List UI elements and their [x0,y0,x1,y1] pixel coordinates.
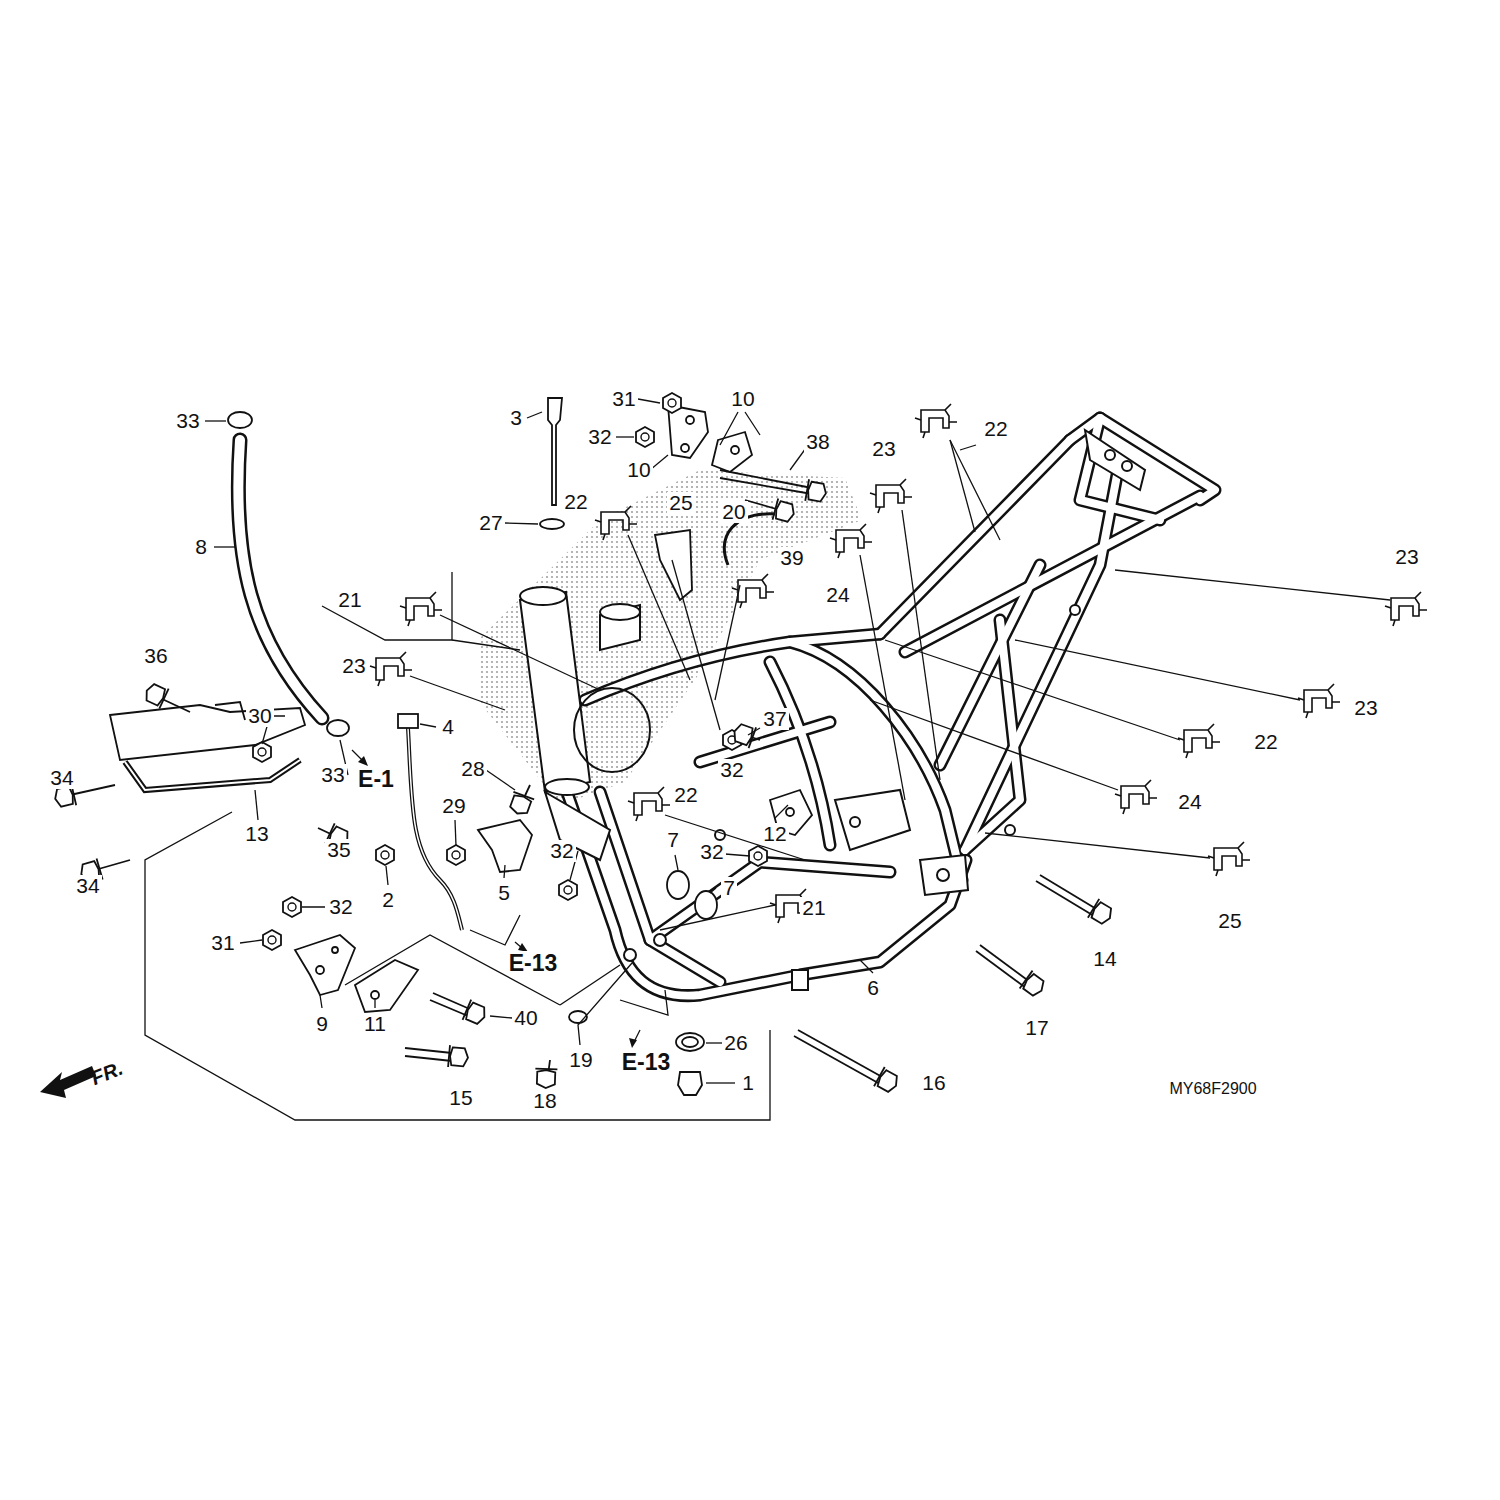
callout-number: 33 [174,410,201,432]
callout-number: 32 [548,840,575,862]
callout-number: 13 [243,823,270,845]
callout-number: 33 [319,764,346,786]
callout-number: 7 [721,877,737,899]
callout-number: 5 [496,882,512,904]
bolt-heads [53,479,1116,1095]
callout-number: 23 [340,655,367,677]
callout-number: 14 [1091,948,1118,970]
callout-number: 16 [920,1072,947,1094]
callout-number: 20 [720,501,747,523]
clips [370,404,1427,923]
parts [70,393,1098,1095]
callout-number: 38 [804,431,831,453]
callout-number: 15 [447,1087,474,1109]
callout-number: 2 [380,889,396,911]
callout-number: 10 [729,388,756,410]
callout-number: 8 [193,536,209,558]
reference-code: E-13 [507,951,560,975]
callout-number: 18 [531,1090,558,1112]
callout-number: 21 [336,589,363,611]
callout-number: 34 [48,767,75,789]
callout-number: 32 [698,841,725,863]
callout-number: 26 [722,1032,749,1054]
callout-number: 31 [209,932,236,954]
callout-number: 22 [562,491,589,513]
callout-number: 10 [625,459,652,481]
callout-number: 4 [440,716,456,738]
callout-number: 17 [1023,1017,1050,1039]
frame-body [520,418,1215,996]
callout-number: 23 [1352,697,1379,719]
front-arrow [40,1066,96,1098]
callout-number: 12 [761,823,788,845]
front-marker: FR. [86,1056,127,1089]
callout-number: 32 [586,426,613,448]
drawing-code: MY68F2900 [1167,1081,1258,1098]
callout-number: 36 [142,645,169,667]
callout-number: 23 [1393,546,1420,568]
callout-number: 40 [512,1007,539,1029]
callout-number: 6 [865,977,881,999]
arrowheads [358,756,637,1048]
callout-number: 32 [718,759,745,781]
callout-number: 21 [800,897,827,919]
callout-number: 29 [440,795,467,817]
callout-number: 11 [362,1013,388,1035]
callout-number: 23 [870,438,897,460]
callout-number: 32 [327,896,354,918]
callout-number: 35 [325,839,352,861]
callout-number: 9 [314,1013,330,1035]
callout-number: 31 [610,388,637,410]
callout-number: 22 [982,418,1009,440]
callout-number: 25 [667,492,694,514]
callout-number: 28 [459,758,486,780]
callout-number: 3 [508,407,524,429]
callout-number: 19 [567,1049,594,1071]
callout-number: 24 [824,584,851,606]
callout-number: 37 [761,708,788,730]
leader-lines [145,399,1390,1120]
callout-number: 34 [74,875,101,897]
callout-number: 39 [778,547,805,569]
callout-number: 7 [665,829,681,851]
callout-number: 24 [1176,791,1203,813]
reference-code: E-1 [356,767,396,791]
callout-number: 22 [672,784,699,806]
callout-number: 22 [1252,731,1279,753]
callout-number: 25 [1216,910,1243,932]
callout-number: 30 [246,705,273,727]
reference-code: E-13 [620,1050,673,1074]
callout-number: 27 [477,512,504,534]
callout-number: 1 [740,1072,756,1094]
